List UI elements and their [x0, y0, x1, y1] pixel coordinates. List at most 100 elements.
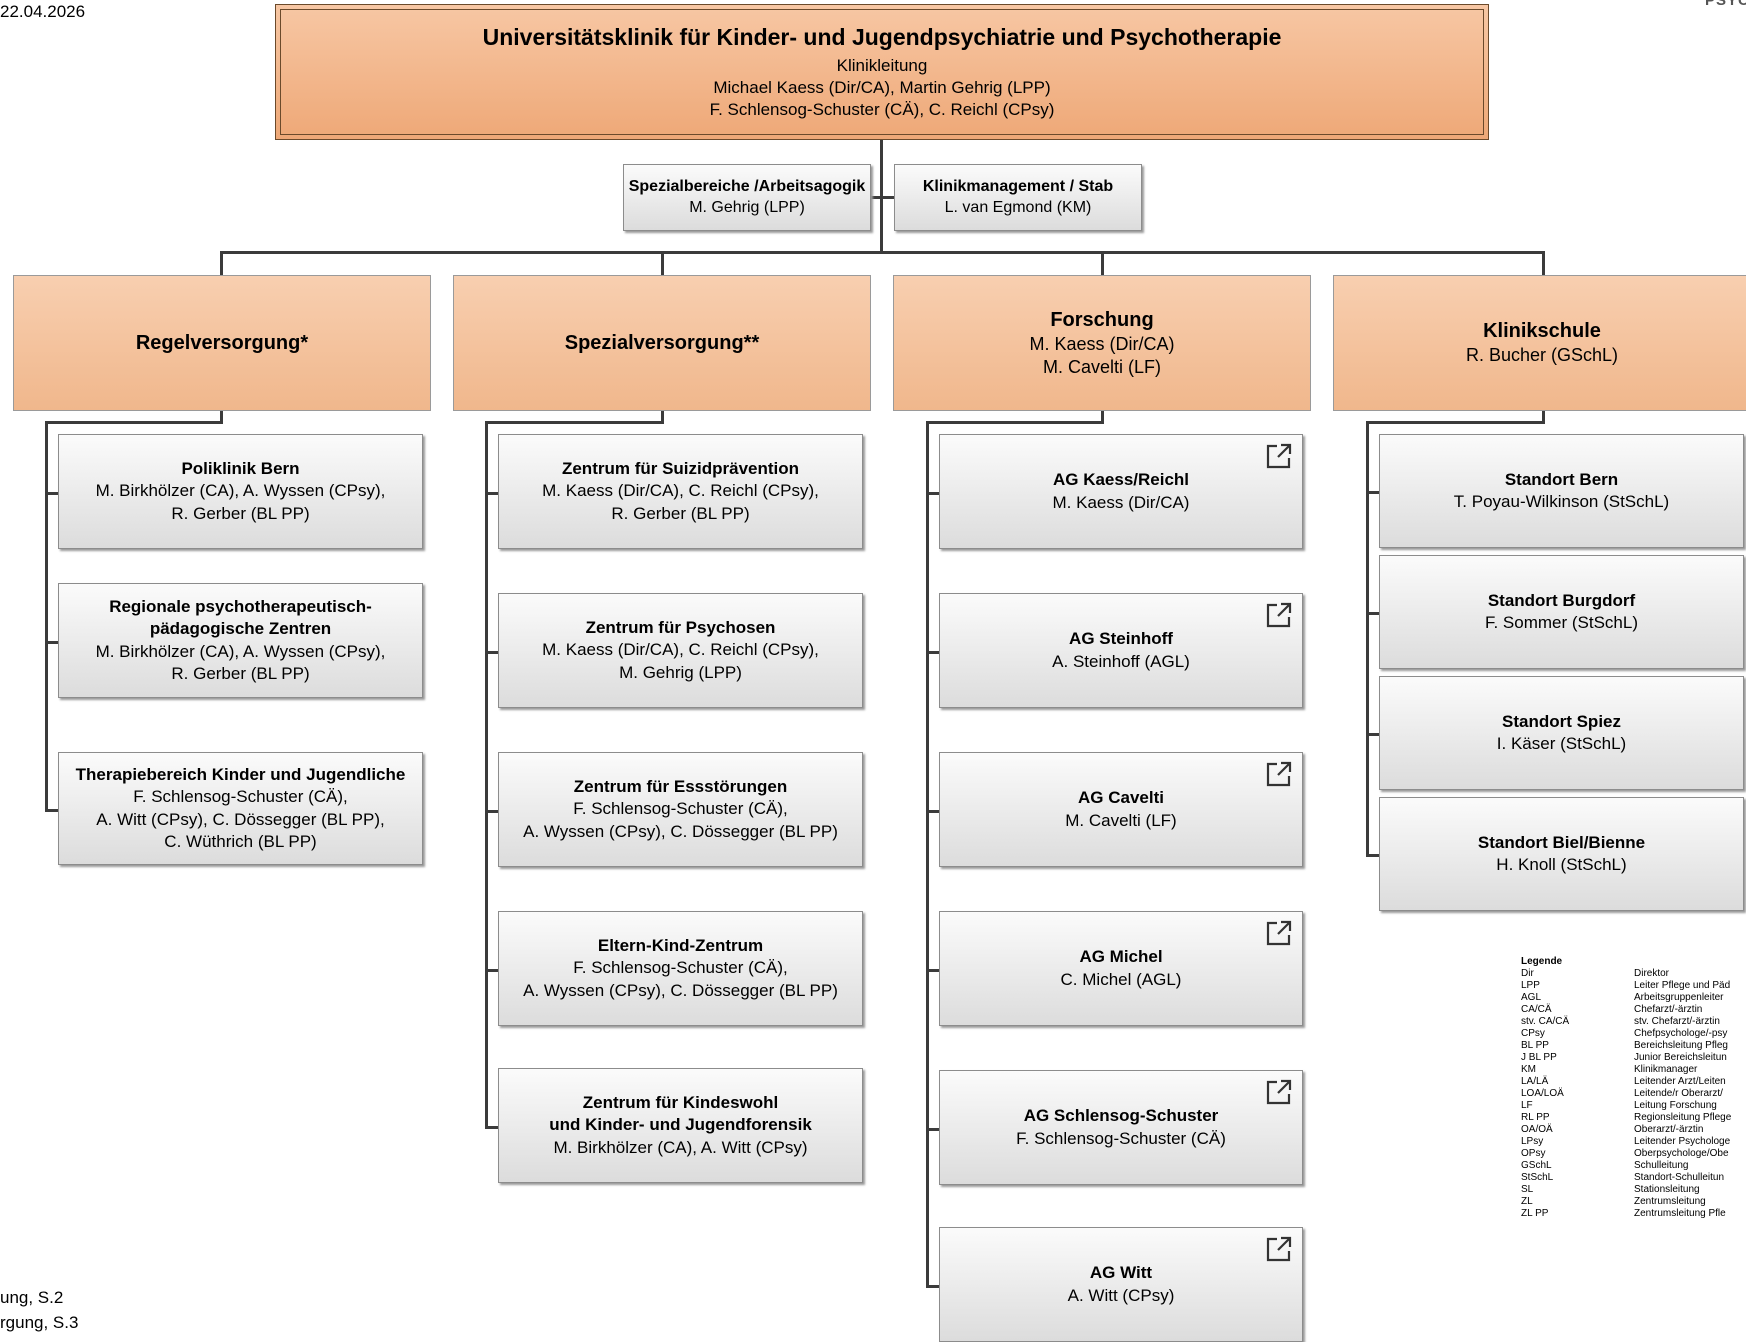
- external-link-icon[interactable]: [1264, 1077, 1294, 1107]
- legend-abbreviation: RL PP: [1521, 1112, 1550, 1123]
- unit-person: F. Sommer (StSchL): [1484, 613, 1639, 632]
- unit-person: M. Birkhölzer (CA), A. Wyssen (CPsy),: [95, 641, 386, 661]
- unit-title: Zentrum für Psychosen: [585, 618, 776, 638]
- unit-person: C. Michel (AGL): [1060, 969, 1182, 989]
- legend-row: ZL PP Zentrumsleitung Pfle: [1521, 1208, 1731, 1220]
- corner-logo-fragment: PSYC: [1705, 0, 1746, 9]
- external-link-icon[interactable]: [1264, 1234, 1294, 1264]
- unit-title: Zentrum für Suizidprävention: [561, 459, 800, 479]
- legend-meaning: Bereichsleitung Pfleg: [1634, 1040, 1728, 1051]
- connector-line: [1366, 421, 1369, 856]
- staff-box-klinikmanagement: Klinikmanagement / Stab L. van Egmond (K…: [894, 164, 1142, 231]
- connector-line: [45, 491, 58, 495]
- connector-line: [871, 196, 894, 199]
- unit-person: M. Birkhölzer (CA), A. Witt (CPsy): [553, 1137, 808, 1157]
- legend-meaning: Chefarzt/-ärztin: [1634, 1004, 1703, 1015]
- unit-title: AG Schlensog-Schuster: [1023, 1106, 1219, 1126]
- clinic-leaders-line2: F. Schlensog-Schuster (CÄ), C. Reichl (C…: [709, 99, 1055, 119]
- footnote-spezialversorgung: rgung, S.3: [0, 1313, 79, 1332]
- legend-meaning: Schulleitung: [1634, 1160, 1689, 1171]
- connector-line: [485, 421, 488, 1128]
- connector-line: [485, 1125, 498, 1129]
- connector-line: [45, 421, 223, 424]
- clinic-title: Universitätsklinik für Kinder- und Jugen…: [482, 23, 1282, 50]
- unit-title: AG Steinhoff: [1069, 629, 1173, 649]
- connector-line: [661, 251, 664, 276]
- external-link-icon[interactable]: [1264, 441, 1294, 471]
- connector-line: [485, 968, 498, 972]
- legend-row: J BL PP Junior Bereichsleitun: [1521, 1052, 1731, 1064]
- legend-abbreviation: LPsy: [1521, 1136, 1544, 1147]
- legend-abbreviation: ZL PP: [1521, 1208, 1549, 1219]
- connector-line: [220, 251, 223, 276]
- column-header-0: Regelversorgung*: [13, 275, 431, 411]
- external-link-icon[interactable]: [1264, 759, 1294, 789]
- unit-person: F. Schlensog-Schuster (CÄ),: [573, 799, 788, 819]
- external-link-icon[interactable]: [1264, 918, 1294, 948]
- unit-person: F. Schlensog-Schuster (CÄ): [1016, 1128, 1226, 1148]
- legend-meaning: Regionsleitung Pflege: [1634, 1112, 1732, 1123]
- legend-abbreviation: J BL PP: [1521, 1052, 1557, 1063]
- legend-row: GSchL Schulleitung: [1521, 1160, 1731, 1172]
- legend-abbreviation: Dir: [1521, 968, 1534, 979]
- legend-row: LPP Leiter Pflege und Päd: [1521, 980, 1731, 992]
- unit-person: A. Witt (CPsy), C. Dössegger (BL PP),: [96, 809, 385, 829]
- connector-line: [220, 411, 223, 423]
- staff-person: L. van Egmond (KM): [944, 198, 1092, 216]
- connector-line: [926, 491, 939, 495]
- clinic-subtitle: Klinikleitung: [836, 55, 928, 75]
- connector-line: [221, 251, 1543, 254]
- unit-title: Eltern-Kind-Zentrum: [597, 936, 764, 956]
- legend-abbreviation: SL: [1521, 1184, 1534, 1195]
- legend-meaning: Junior Bereichsleitun: [1634, 1052, 1727, 1063]
- connector-line: [1366, 491, 1379, 494]
- footnote-regelversorgung: ung, S.2: [0, 1288, 64, 1307]
- unit-title: Standort Burgdorf: [1487, 590, 1636, 610]
- connector-line: [45, 808, 58, 812]
- external-link-icon[interactable]: [1264, 600, 1294, 630]
- connector-line: [45, 640, 58, 644]
- connector-line: [926, 650, 939, 654]
- print-date: 22.04.2026: [0, 2, 86, 21]
- unit-person: M. Cavelti (LF): [1065, 810, 1177, 830]
- unit-title: AG Kaess/Reichl: [1052, 470, 1190, 490]
- connector-line: [485, 491, 498, 495]
- unit-box: Standort Burgdorf F. Sommer (StSchL): [1379, 555, 1744, 669]
- unit-title: AG Cavelti: [1078, 788, 1164, 808]
- connector-line: [926, 1284, 939, 1288]
- column-title: Regelversorgung*: [135, 332, 309, 354]
- unit-title: AG Witt: [1089, 1263, 1153, 1283]
- connector-line: [1366, 421, 1545, 424]
- column-person: M. Cavelti (LF): [1042, 357, 1161, 377]
- legend-abbreviation: GSchL: [1521, 1160, 1552, 1171]
- unit-person: M. Kaess (Dir/CA), C. Reichl (CPsy),: [542, 481, 819, 501]
- legend-meaning: Zentrumsleitung Pfle: [1634, 1208, 1726, 1219]
- unit-person: A. Wyssen (CPsy), C. Dössegger (BL PP): [523, 980, 838, 1000]
- connector-line: [1366, 854, 1379, 857]
- legend-abbreviation: CPsy: [1521, 1028, 1545, 1039]
- legend-meaning: Leiter Pflege und Päd: [1634, 980, 1731, 991]
- unit-title: Zentrum für Kindeswohl: [582, 1093, 779, 1113]
- legend-abbreviation: LPP: [1521, 980, 1540, 991]
- connector-line: [926, 968, 939, 972]
- unit-person: I. Käser (StSchL): [1496, 734, 1627, 753]
